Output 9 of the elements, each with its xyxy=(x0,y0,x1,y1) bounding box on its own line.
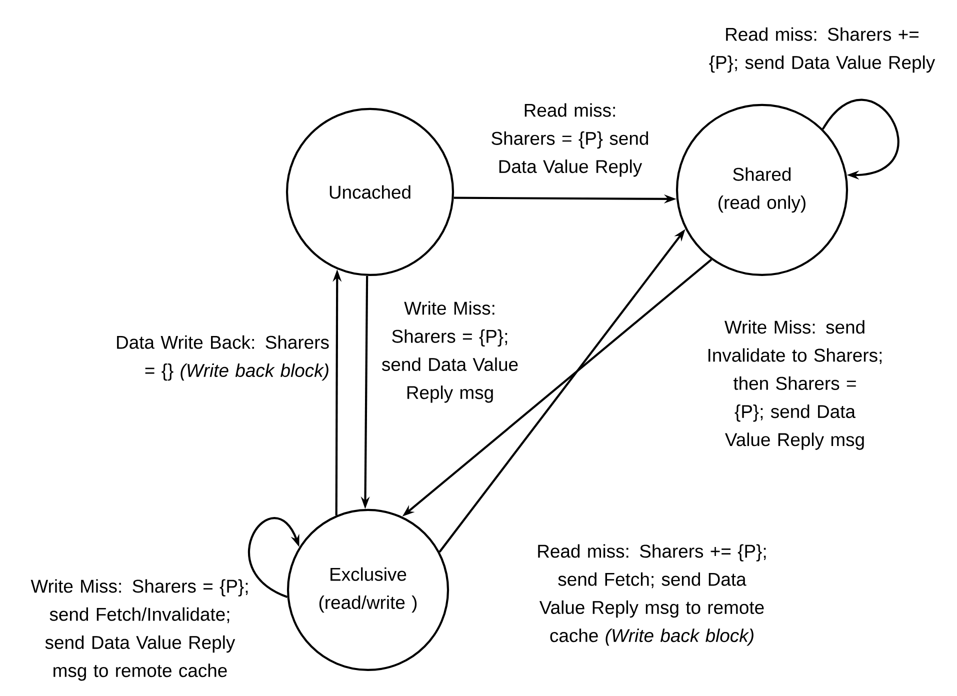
self-loop-arrow xyxy=(822,98,900,180)
edge-label: Write Miss: send Invalidate to Sharers; then Sharers = {P}; send Data Value Reply msg xyxy=(708,320,882,450)
edge-label: Write Miss: Sharers = {P}; send Data Value Reply msg xyxy=(382,301,518,403)
edge-label: Data Write Back: Sharers = {} (Write back block) xyxy=(117,335,329,381)
edge-label: Read miss: Sharers = {P} send Data Value Reply xyxy=(492,103,648,177)
self-loop-arrow xyxy=(248,517,300,598)
edge-label: Write Miss: Sharers = {P}; send Fetch/Invalidate; send Data Value Reply msg to remote cache xyxy=(30,579,248,681)
edge-label: Read miss: Sharers += {P}; send Fetch; send Data Value Reply msg to remote cache (Write back block) xyxy=(538,544,766,646)
edge-label: Read miss: Sharers += {P}; send Data Value Reply xyxy=(709,27,936,73)
